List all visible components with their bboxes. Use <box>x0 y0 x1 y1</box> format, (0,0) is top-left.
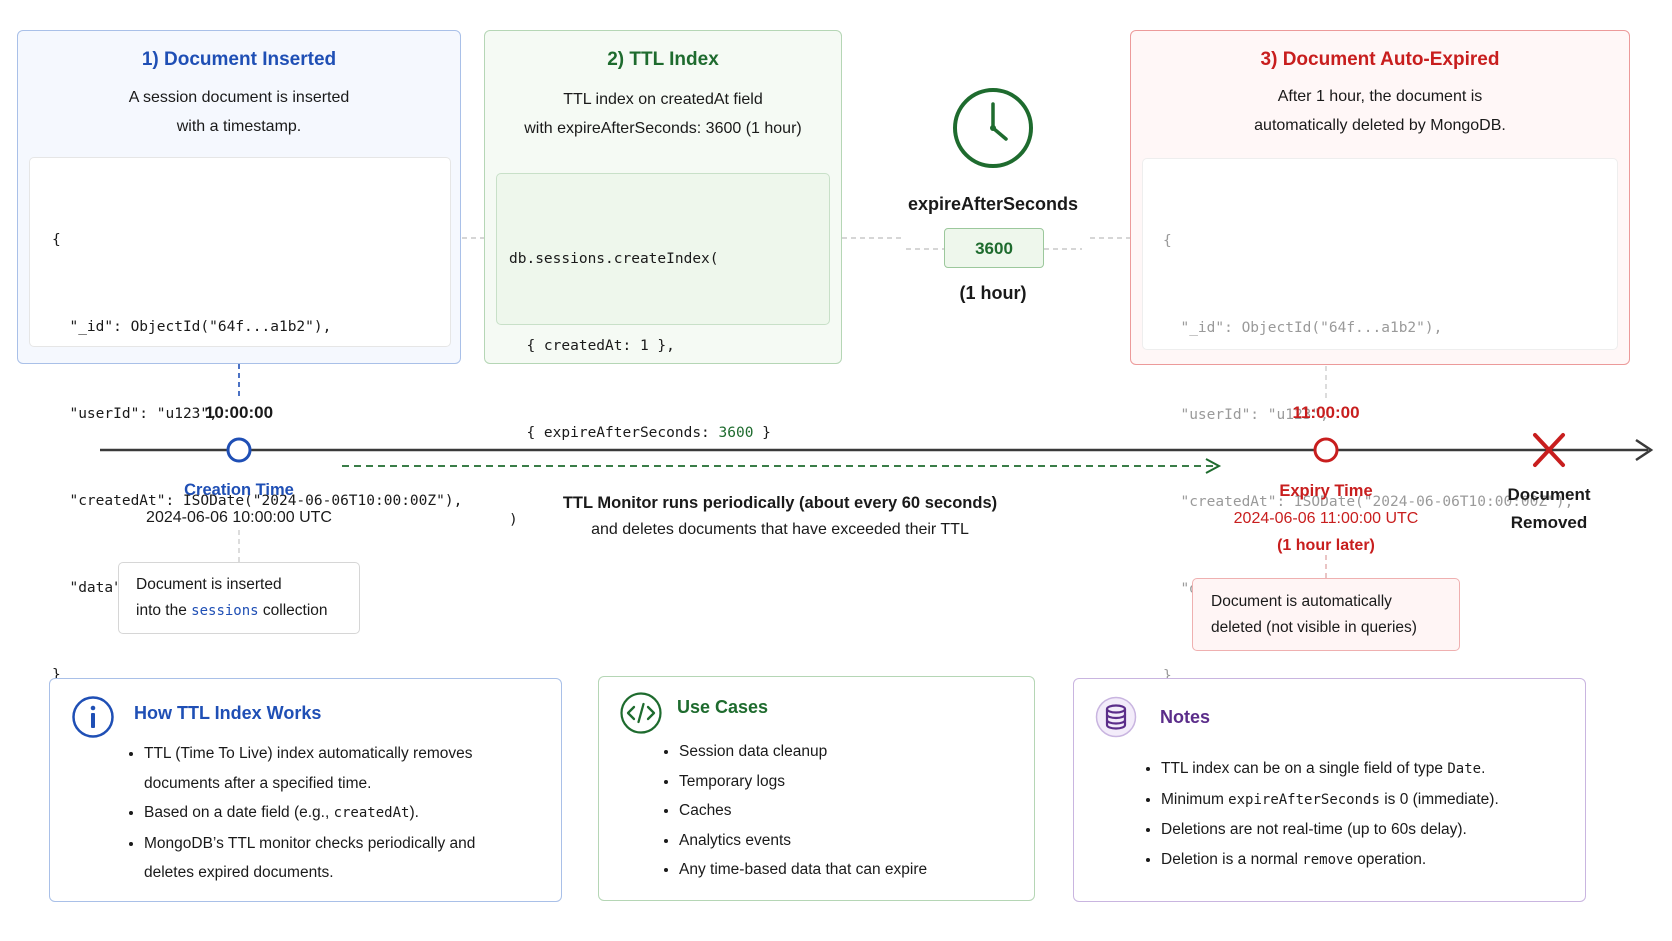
code-line: "createdAt": ISODate("2024-06-06T10:00:0… <box>52 493 463 509</box>
note-text: into the <box>136 602 192 619</box>
step1-desc-line1: A session document is inserted <box>128 89 350 106</box>
removed-line1: Document <box>1507 485 1591 504</box>
code-line: { expireAfterSeconds: 3600 } <box>509 419 829 448</box>
ttl-value-badge: 3600 <box>944 228 1044 268</box>
code-line: "_id": ObjectId("64f...a1b2"), <box>52 319 332 335</box>
code-line: } <box>52 667 61 683</box>
start-time-label: 10:00:00 <box>204 403 274 422</box>
info-icon <box>72 696 114 738</box>
code-line: "userId": "u123", <box>1163 407 1329 423</box>
delete-note-line1: Document is automatically <box>1211 593 1392 610</box>
x-icon <box>1533 433 1565 467</box>
option-name: expireAfterSeconds <box>1228 791 1380 808</box>
list-text: Minimum <box>1161 790 1229 808</box>
step2-code-block: db.sessions.createIndex( { createdAt: 1 … <box>496 173 830 528</box>
list-item: TTL index can be on a single field of ty… <box>1161 754 1601 785</box>
how-list: TTL (Time To Live) index automatically r… <box>122 739 564 888</box>
list-text: is 0 (immediate). <box>1379 790 1499 808</box>
expiry-time-label: Expiry Time <box>1279 482 1373 500</box>
step1-title: 1) Document Inserted <box>141 49 337 70</box>
list-item: Session data cleanup <box>679 737 1039 767</box>
code-line: "userId": "u123", <box>52 406 218 422</box>
list-text: . <box>1481 760 1486 777</box>
monitor-line1: TTL Monitor runs periodically (about eve… <box>562 494 998 512</box>
list-text: MongoDB’s TTL monitor checks periodicall… <box>144 834 476 852</box>
code-line: "createdAt": ISODate("2024-06-06T10:00:0… <box>1163 494 1574 510</box>
notes-list: TTL index can be on a single field of ty… <box>1139 754 1601 875</box>
step1-code-block: { "_id": ObjectId("64f...a1b2"), "userId… <box>29 157 462 683</box>
step2-title: 2) TTL Index <box>607 49 719 70</box>
notes-card: Notes TTL index can be on a single field… <box>1073 678 1586 902</box>
insert-note-line1: Document is inserted <box>136 576 282 593</box>
list-item: Temporary logs <box>679 767 1039 797</box>
code-line: { <box>52 232 61 248</box>
list-text: operation. <box>1352 850 1427 868</box>
how-title: How TTL Index Works <box>134 703 322 723</box>
field-name: createdAt <box>333 805 410 821</box>
how-it-works-card: How TTL Index Works TTL (Time To Live) i… <box>49 678 562 902</box>
end-time-label: 11:00:00 <box>1292 403 1360 422</box>
list-item: Caches <box>679 796 1039 826</box>
clock-sub: (1 hour) <box>959 283 1027 303</box>
clock-label: expireAfterSeconds <box>907 194 1079 214</box>
database-icon <box>1095 696 1137 738</box>
note-text: collection <box>258 602 328 619</box>
creation-date: 2024-06-06 10:00:00 UTC <box>146 509 332 526</box>
step3-code-block: { "_id": ObjectId("64f...a1b2"), "userId… <box>1142 158 1618 684</box>
step2-desc-line1: TTL index on createdAt field <box>563 91 763 108</box>
code-line: "_id": ObjectId("64f...a1b2"), <box>1163 320 1443 336</box>
step2-card: 2) TTL Index TTL index on createdAt fiel… <box>484 30 842 528</box>
step2-desc-line2: with expireAfterSeconds: 3600 (1 hour) <box>524 120 802 137</box>
list-item: Minimum expireAfterSeconds is 0 (immedia… <box>1161 785 1601 816</box>
code-text: { expireAfterSeconds: <box>509 425 719 441</box>
list-text: TTL (Time To Live) index automatically r… <box>144 745 473 762</box>
type-name: Date <box>1447 761 1482 777</box>
insert-note-line2: into the sessions collection <box>136 598 342 624</box>
uses-title: Use Cases <box>677 697 769 717</box>
code-line: { createdAt: 1 }, <box>509 338 675 354</box>
delete-note-line2: deleted (not visible in queries) <box>1211 619 1417 636</box>
creation-time-label: Creation Time <box>184 481 294 499</box>
notes-title: Notes <box>1160 707 1211 727</box>
operation-name: remove <box>1302 851 1353 868</box>
code-icon <box>620 692 662 734</box>
list-text: TTL index can be on a single field of ty… <box>1161 760 1448 777</box>
list-text: Deletion is a normal <box>1161 850 1303 868</box>
code-line: { <box>1163 233 1172 249</box>
code-number: 3600 <box>718 425 754 441</box>
list-text: ). <box>409 804 419 821</box>
code-text: } <box>753 425 771 441</box>
expiry-date: 2024-06-06 11:00:00 UTC <box>1233 510 1419 527</box>
list-item: Deletion is a normal remove operation. <box>1161 845 1601 876</box>
list-item: Based on a date field (e.g., createdAt). <box>144 798 564 829</box>
step3-desc-line1: After 1 hour, the document is <box>1277 88 1483 105</box>
monitor-line2: and deletes documents that have exceeded… <box>591 521 969 538</box>
step3-desc-line2: automatically deleted by MongoDB. <box>1254 117 1506 134</box>
code-line: ) <box>509 512 518 528</box>
list-item: MongoDB’s TTL monitor checks periodicall… <box>144 829 564 888</box>
list-text: documents after a specified time. <box>144 774 372 792</box>
list-text: Based on a date field (e.g., <box>144 804 334 821</box>
code-line: } <box>1163 668 1172 684</box>
code-line: db.sessions.createIndex( <box>509 251 719 267</box>
expiry-sub: (1 hour later) <box>1277 537 1375 554</box>
use-cases-card: Use Cases Session data cleanup Temporary… <box>598 676 1035 901</box>
list-item: Deletions are not real-time (up to 60s d… <box>1161 815 1601 845</box>
delete-note: Document is automatically deleted (not v… <box>1192 578 1460 651</box>
step1-desc-line2: with a timestamp. <box>176 118 302 135</box>
removed-line2: Removed <box>1510 513 1588 532</box>
list-item: Any time-based data that can expire <box>679 855 1039 885</box>
step1-card: 1) Document Inserted A session document … <box>17 30 462 683</box>
uses-list: Session data cleanup Temporary logs Cach… <box>657 737 1039 885</box>
collection-name: sessions <box>191 603 259 619</box>
clock-icon <box>953 88 1033 168</box>
insert-note: Document is inserted into the sessions c… <box>118 562 360 634</box>
step3-title: 3) Document Auto-Expired <box>1260 49 1500 70</box>
list-item: TTL (Time To Live) index automatically r… <box>144 739 564 798</box>
step3-card: 3) Document Auto-Expired After 1 hour, t… <box>1130 30 1630 684</box>
list-item: Analytics events <box>679 826 1039 856</box>
list-text: deletes expired documents. <box>144 864 334 881</box>
